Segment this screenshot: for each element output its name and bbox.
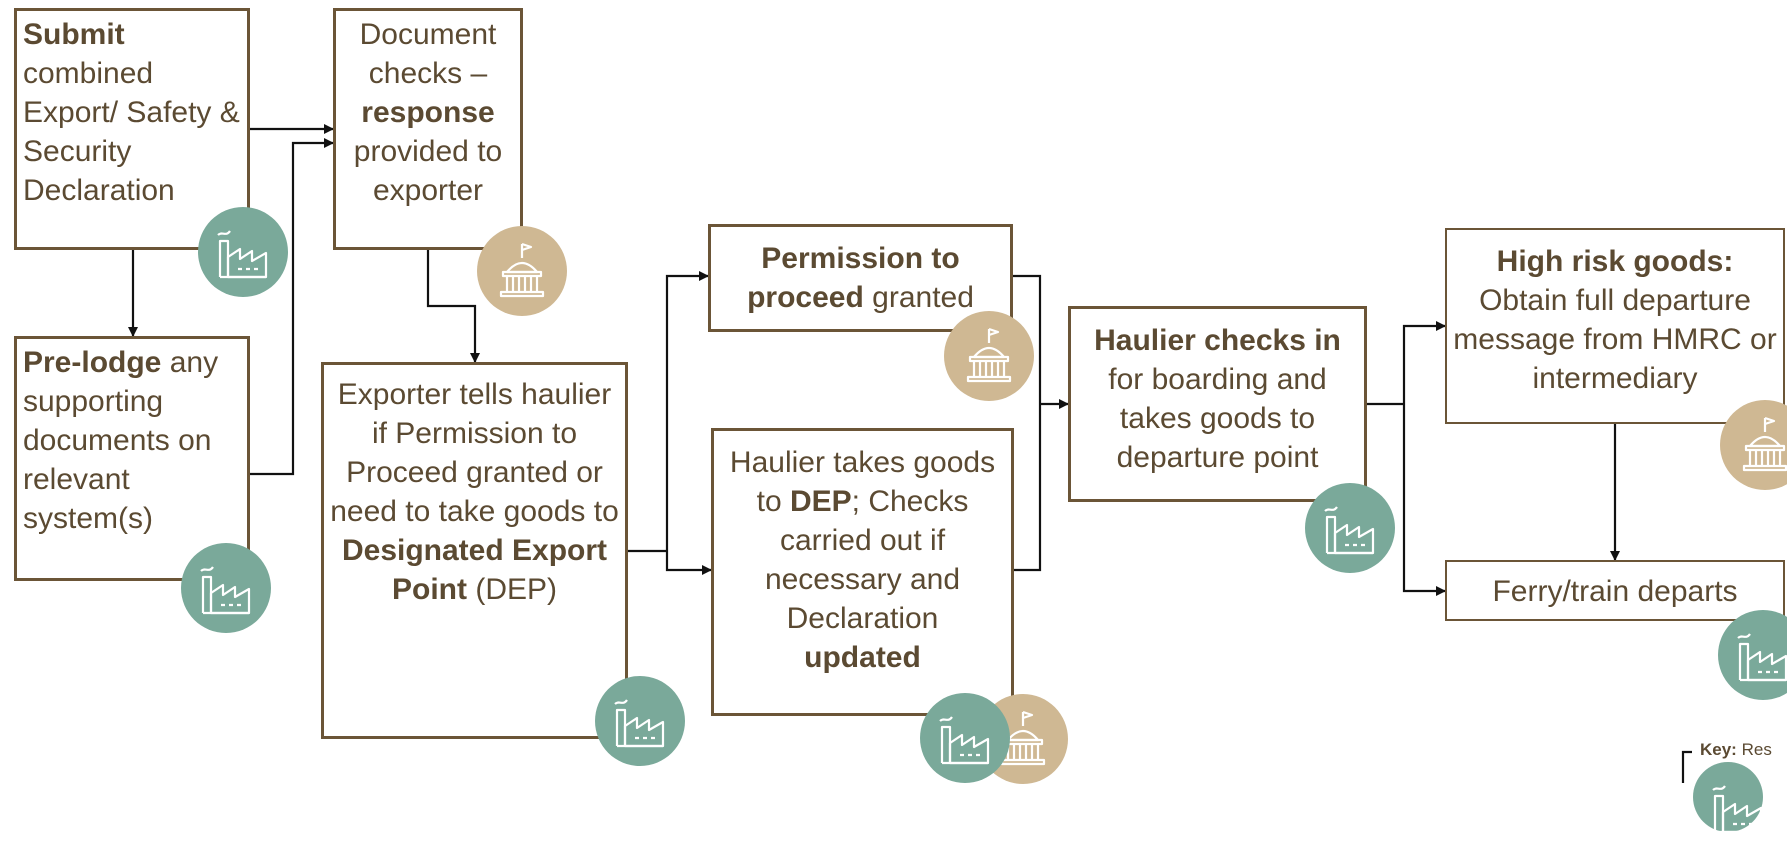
key-label: Key: Res: [1700, 740, 1772, 760]
factory-icon: [1693, 762, 1763, 834]
factory-glyph: [200, 566, 251, 615]
factory-glyph: [217, 230, 268, 279]
factory-icon: [1718, 610, 1787, 700]
box-exporter-tells-haulier: Exporter tells haulier if Permission to …: [321, 362, 628, 739]
key-text: Res: [1741, 740, 1772, 759]
government-glyph: [966, 327, 1012, 383]
arrow-to-haulier-dep: [665, 551, 712, 575]
submit-text: combined Export/ Safety & Security Decla…: [23, 57, 240, 207]
ferry-text: Ferry/train departs: [1492, 575, 1738, 608]
line-haulier-dep-merge: [1014, 404, 1042, 572]
arrow-to-permission: [665, 271, 709, 551]
connectors: [128, 124, 1692, 783]
haulier-checks-bold: Haulier checks in: [1094, 324, 1341, 357]
factory-icon: [198, 207, 288, 297]
box-permission-to-proceed: Permission to proceed granted: [708, 224, 1013, 332]
box-submit-declaration: Submit combined Export/ Safety & Securit…: [14, 8, 250, 250]
permission-bold2: proceed: [747, 281, 864, 314]
diagram-canvas: Submit combined Export/ Safety & Securit…: [14, 8, 1787, 834]
box-prelodge-documents: Pre-lodge any supporting documents on re…: [14, 336, 250, 581]
arrow-to-high-risk: [1402, 321, 1446, 404]
haulier-dep-mid: ; Checks carried out if necessary and De…: [764, 485, 969, 635]
arrow-prelodge-to-doc-checks: [250, 138, 334, 476]
high-risk-bold: High risk goods:: [1496, 245, 1734, 278]
permission-bold1: Permission to: [761, 242, 960, 275]
factory-glyph: [1737, 633, 1787, 682]
haulier-dep-bold2: updated: [804, 641, 921, 674]
exporter-text: Exporter tells haulier if Permission to …: [330, 378, 619, 528]
doc-checks-pre: Document checks –: [359, 18, 497, 90]
government-glyph: [1742, 416, 1787, 472]
government-building-icon: [944, 311, 1034, 401]
permission-post: granted: [863, 281, 974, 314]
haulier-dep-pre: Haulier takes goods to: [729, 446, 996, 518]
high-risk-text: Obtain full departure message from HMRC …: [1453, 284, 1777, 395]
key-bold: Key:: [1700, 740, 1737, 759]
haulier-dep-bold1: DEP: [789, 485, 852, 518]
key-bracket: [1681, 750, 1692, 783]
arrow-to-ferry: [1402, 404, 1446, 596]
box-document-checks: Document checks – response provided to e…: [333, 8, 523, 250]
factory-glyph: [939, 716, 990, 765]
doc-checks-bold: response: [361, 96, 495, 129]
factory-glyph: [1712, 785, 1763, 834]
exporter-bold: Designated Export Point: [341, 534, 608, 606]
doc-checks-post: provided to exporter: [353, 135, 503, 207]
factory-glyph: [1324, 506, 1375, 555]
government-building-icon: [477, 226, 567, 316]
submit-bold: Submit: [23, 18, 125, 51]
prelodge-bold: Pre-lodge: [23, 346, 162, 379]
box-high-risk-goods: High risk goods: Obtain full departure m…: [1445, 228, 1785, 424]
factory-icon: [1305, 483, 1395, 573]
government-building-icon: [1720, 400, 1787, 490]
exporter-post: (DEP): [467, 573, 557, 606]
box-haulier-takes-goods-dep: Haulier takes goods to DEP; Checks carri…: [711, 428, 1014, 716]
line-permission-merge: [1013, 274, 1042, 404]
haulier-checks-text: for boarding and takes goods to departur…: [1108, 363, 1327, 474]
factory-icon: [181, 543, 271, 633]
government-glyph: [499, 242, 545, 298]
factory-icon: [595, 676, 685, 766]
factory-glyph: [614, 699, 665, 748]
prelodge-text: any supporting documents on relevant sys…: [23, 346, 219, 535]
box-haulier-checks-in: Haulier checks in for boarding and takes…: [1068, 306, 1367, 502]
arrow-doc-checks-to-exporter: [426, 250, 480, 363]
box-ferry-train-departs: Ferry/train departs: [1445, 560, 1785, 621]
factory-icon: [920, 693, 1010, 783]
